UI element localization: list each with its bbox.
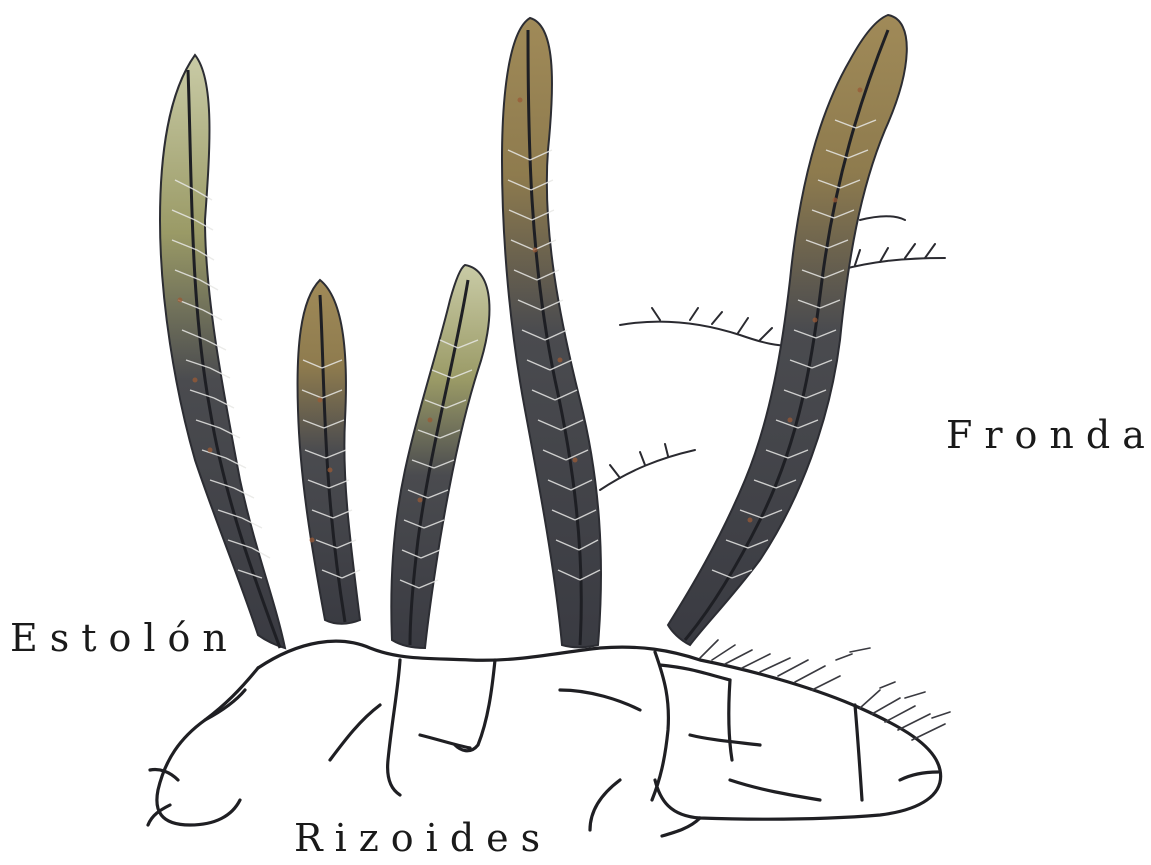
rhizoids (148, 641, 941, 836)
label-estolon: Estolón (10, 616, 239, 660)
label-frondas: Frondas (946, 413, 1151, 457)
root-hairs (700, 640, 950, 740)
frond-5 (668, 15, 907, 645)
frond-2 (298, 280, 360, 624)
frond-4 (502, 18, 601, 647)
label-rizoides: Rizoides (294, 816, 552, 860)
frond-1 (160, 55, 285, 648)
fronds (160, 15, 907, 648)
frond-3 (391, 265, 489, 648)
